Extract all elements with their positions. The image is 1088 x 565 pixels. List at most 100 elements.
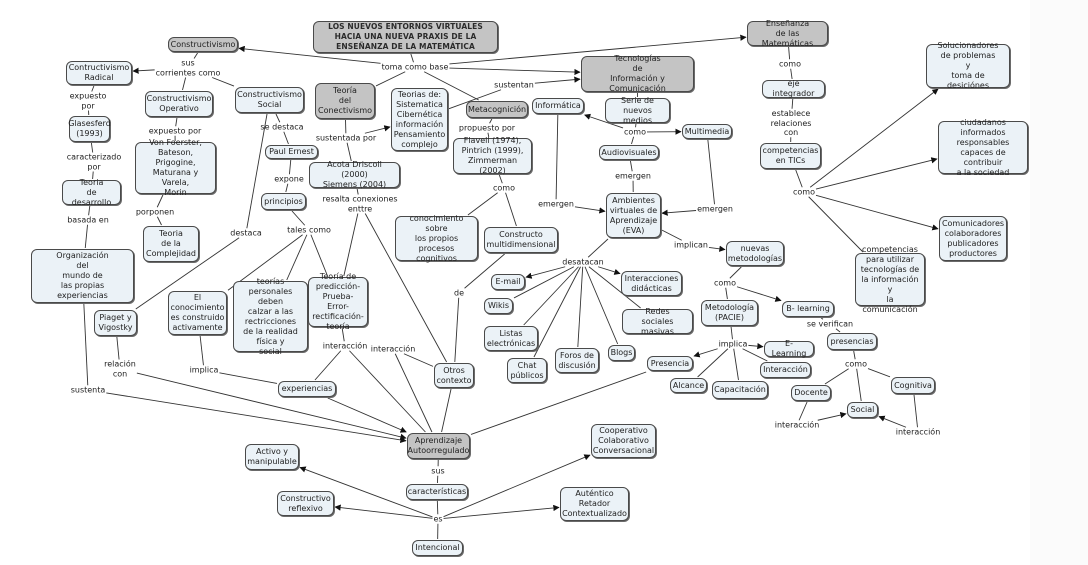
node-competencias-tics[interactable]: competencias en TICs — [760, 143, 821, 169]
node-foros-discusion[interactable]: Foros de discusión — [555, 348, 599, 373]
node-e-learning[interactable]: E-Learning — [764, 339, 814, 358]
node-constructivismo-social[interactable]: Constructivismo Social — [235, 87, 304, 113]
link-sedestaca-to-paulernest — [283, 131, 289, 145]
node-tic[interactable]: Tecnologías de Información y Comunicació… — [581, 54, 694, 93]
node-contructivismo-radical[interactable]: Contructivismo Radical — [66, 61, 132, 85]
link-es-to-constructivo — [334, 504, 433, 519]
link-eva-to-implican — [661, 229, 682, 241]
node-listas-electronicas[interactable]: Listas electrónicas — [484, 326, 538, 351]
link-suscorrientes-to-radical — [132, 67, 155, 74]
link-teorias-to-sustentan — [448, 89, 502, 110]
node-capacitacion[interactable]: Capacitación — [712, 381, 768, 399]
link-implica: implica — [189, 365, 219, 375]
link-como2-to-audiovisuales — [631, 136, 635, 145]
node-wikis[interactable]: Wikis — [484, 298, 513, 314]
link-como: como — [493, 183, 515, 193]
link-implica1-to-presencia — [693, 348, 718, 358]
node-b-learning[interactable]: B- learning — [782, 301, 834, 317]
node-otros-contexto[interactable]: Otros contexto — [434, 363, 474, 388]
node-paul-ernest[interactable]: Paul Ernest — [265, 145, 318, 159]
node-presencia[interactable]: Presencia — [647, 356, 693, 371]
node-autentico[interactable]: Auténtico Retador Contextualizado — [560, 487, 629, 521]
link-root-to-tomacomobase — [410, 53, 414, 63]
link-severifican-to-presencias — [835, 328, 841, 333]
node-interaccion[interactable]: Interacción — [760, 362, 811, 378]
link-de: de — [454, 288, 464, 298]
node-presencias[interactable]: presencias — [827, 333, 877, 350]
link-nuevasmet-to-como5 — [729, 266, 742, 279]
node-teoria-desarrollo[interactable]: Teoria de desarrollo — [62, 178, 121, 207]
link-resalta-to-prediccion — [343, 213, 359, 277]
link-social-to-sedestaca — [275, 113, 281, 123]
node-conocimiento-sobre[interactable]: conocimiento sobre los propios procesos … — [395, 214, 478, 263]
node-solucionadores[interactable]: Solucionadores de problemas y toma de de… — [926, 41, 1010, 90]
node-cognitiva[interactable]: Cognitiva — [891, 377, 935, 394]
link-tomacomobase-to-conectivismo — [375, 71, 406, 87]
node-el-conocimiento[interactable]: El conocimiento es construido activament… — [168, 291, 227, 335]
link-destaca: destaca — [230, 228, 262, 238]
link-talescomo-to-teoriaspersonales — [286, 234, 308, 281]
node-teorias-de[interactable]: Teorias de: Sistematica Cibernética info… — [391, 88, 448, 151]
link-emergen3-to-eva — [661, 209, 697, 216]
node-caracteristicas[interactable]: características — [406, 484, 468, 500]
link-audiovisuales-to-emergen1 — [630, 160, 633, 172]
node-constructivo-reflexivo[interactable]: Constructivo reflexivo — [277, 491, 334, 516]
node-principios[interactable]: principios — [261, 193, 306, 210]
node-root-title[interactable]: LOS NUEVOS ENTORNOS VIRTUALES HACIA UNA … — [313, 21, 498, 53]
node-eje-integrador[interactable]: eje integrador — [762, 79, 825, 98]
link-como1-to-constructo — [505, 192, 517, 227]
node-informatica[interactable]: Informática — [532, 98, 584, 114]
node-von-foerster[interactable]: Von Foerster, Bateson, Prigogine, Matura… — [135, 138, 216, 197]
link-como5-to-blearning — [736, 286, 782, 302]
node-competencias-utilizar[interactable]: competencias para utilizar tecnologías d… — [855, 245, 925, 314]
node-activo-manipulable[interactable]: Activo y manipulable — [245, 444, 299, 470]
node-audiovisuales[interactable]: Audiovisuales — [599, 145, 659, 160]
node-comunicadores[interactable]: Comunicadores colaboradores publicadores… — [939, 216, 1007, 261]
link-emergen: emergen — [697, 204, 733, 214]
node-alcance[interactable]: Alcance — [670, 378, 707, 393]
node-nuevas-metodologias[interactable]: nuevas metodologías — [726, 241, 784, 266]
link-radical-to-expuestopor1 — [91, 85, 95, 92]
node-teorias-personales[interactable]: teorías personales deben calzar a las re… — [233, 277, 308, 356]
node-ensenanza-matematicas[interactable]: Enseñanza de las Matemáticas — [747, 19, 828, 48]
node-flavell[interactable]: Flavell (1974), Pintrich (1999), Zimmerm… — [453, 136, 532, 175]
link-porponen-to-complejidad — [156, 216, 162, 226]
node-constructivismo-operativo[interactable]: Constructivismo Operativo — [145, 91, 213, 117]
node-intencional[interactable]: Intencional — [412, 540, 463, 556]
link-teoriadesarrollo-to-basadaen — [88, 205, 91, 216]
node-experiencias[interactable]: experiencias — [278, 381, 336, 397]
node-piaget-vigostky[interactable]: Piaget y Vigostky — [94, 310, 137, 336]
link-docente-to-interaccion1 — [798, 401, 808, 421]
node-constructivismo[interactable]: Constructivismo — [168, 37, 238, 52]
node-teoria-prediccion[interactable]: Teoría de predicción- Prueba-Error- rect… — [308, 272, 368, 331]
link-expuesto-por: expuesto por — [148, 126, 202, 136]
node-cooperativo[interactable]: Cooperativo Colaborativo Conversacional — [591, 424, 656, 458]
node-metacognicion[interactable]: Metacognición — [466, 101, 528, 118]
link-interaccion4-to-aprendizaje — [394, 353, 433, 433]
node-eva[interactable]: Ambientes virtuales de Aprendizaje (EVA) — [606, 193, 661, 238]
link-se-verifican: se verifican — [806, 319, 854, 329]
node-metodologia-pacie[interactable]: Metodología (PACIE) — [701, 300, 758, 326]
node-social-presencia[interactable]: Social — [847, 402, 878, 418]
node-docente[interactable]: Docente — [791, 385, 831, 401]
node-ciudadanos[interactable]: ciudadanos informados responsables capac… — [938, 118, 1028, 177]
node-serie-nuevos-medios[interactable]: Serie de nuevos medios — [605, 96, 670, 125]
node-aprendizaje-autorregulado[interactable]: Aprendizaje Autoorregulado — [407, 433, 470, 459]
node-interacciones-didacticas[interactable]: Interacciones didácticas — [621, 271, 682, 296]
link-interaccion: interacción — [895, 427, 941, 437]
node-organizacion-mundo[interactable]: Organización del mundo de las propias ex… — [31, 249, 134, 303]
node-teoria-complejidad[interactable]: Teoria de la Complejidad — [143, 226, 199, 262]
node-teoria-conectivismo[interactable]: Teoría del Conectivismo — [315, 83, 375, 119]
node-email[interactable]: E-mail — [491, 274, 525, 290]
node-acota-driscoll[interactable]: Acota Driscoll (2000) Siemens (2004) — [309, 160, 400, 189]
link-emergen: emergen — [615, 171, 651, 181]
node-multimedia[interactable]: Multimedia — [682, 124, 732, 139]
node-chat-publicos[interactable]: Chat públicos — [507, 358, 547, 383]
link-suscorrientes-to-operativo — [182, 77, 187, 91]
node-blogs[interactable]: Blogs — [608, 345, 635, 361]
node-glasesferd[interactable]: Glasesferd (1993) — [68, 116, 111, 142]
node-constructo-multidimensional[interactable]: Constructo multidimensional — [484, 227, 558, 253]
node-redes-sociales[interactable]: Redes sociales masivas — [622, 307, 693, 336]
link-elconocimiento-to-implica2 — [199, 335, 204, 366]
